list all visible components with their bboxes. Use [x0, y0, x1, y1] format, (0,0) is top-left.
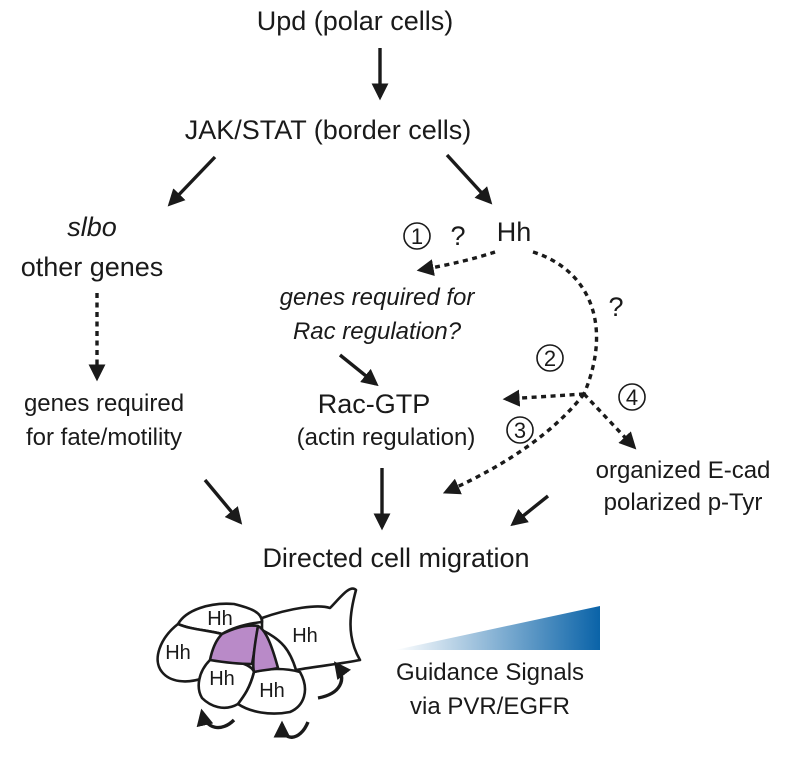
genes-fate-line1: genes required — [24, 390, 184, 417]
polar-cell-right — [251, 624, 280, 674]
jakstat-label: JAK/STAT (border cells) — [185, 115, 472, 145]
rotation-arrow-2 — [273, 720, 310, 739]
cluster-label-left: Hh — [165, 642, 191, 664]
arrow-jakstat-to-hh — [445, 153, 493, 205]
guidance-gradient-wedge — [395, 606, 600, 650]
arrow-ecad-to-migration — [510, 494, 550, 527]
arrow-jakstat-to-slbo — [167, 155, 217, 207]
guidance-line2: via PVR/EGFR — [410, 693, 570, 720]
dashed-hh-main-path — [532, 250, 599, 395]
marker-2: 2 — [536, 344, 564, 372]
cluster-label-right: Hh — [292, 625, 318, 647]
marker-3: 3 — [506, 416, 534, 444]
slbo-label: slbo — [67, 212, 117, 242]
directed-migration-label: Directed cell migration — [262, 543, 529, 573]
rotation-arrow-3 — [317, 661, 351, 700]
border-cell-cluster: Hh Hh Hh Hh Hh — [156, 587, 362, 715]
svg-text:3: 3 — [514, 418, 526, 443]
cluster-label-bottom-right: Hh — [259, 680, 285, 702]
dashed-arrow-to-racgtp — [502, 389, 585, 407]
svg-text:2: 2 — [544, 346, 556, 371]
guidance-line1: Guidance Signals — [396, 659, 584, 686]
marker-4: 4 — [618, 383, 646, 411]
cell-right-large — [260, 587, 362, 672]
genes-rac-line2: Rac regulation? — [293, 318, 462, 345]
hh-label: Hh — [497, 217, 532, 247]
dashed-arrow-hh-to-genes — [416, 250, 496, 276]
upd-label: Upd (polar cells) — [257, 6, 454, 36]
ecad-line1: organized E-cad — [596, 457, 771, 484]
genes-rac-line1: genes required for — [280, 284, 476, 311]
marker-1: 1 — [403, 222, 431, 250]
arrow-fate-to-migration — [203, 478, 243, 525]
arrow-genes-to-racgtp — [338, 353, 379, 387]
svg-text:1: 1 — [411, 224, 423, 249]
dashed-arrow-to-ecad — [582, 392, 637, 450]
question-mark-2: ? — [608, 292, 623, 322]
other-genes-label: other genes — [21, 252, 164, 282]
rotation-arrow-1 — [196, 708, 236, 730]
cell-bottom-right — [236, 667, 307, 715]
polar-cell-left — [208, 624, 260, 666]
dashed-arrow-to-migration — [442, 392, 586, 495]
svg-text:4: 4 — [626, 385, 638, 410]
genes-fate-line2: for fate/motility — [26, 424, 182, 451]
actin-regulation-label: (actin regulation) — [297, 424, 476, 451]
rac-gtp-label: Rac-GTP — [318, 389, 431, 419]
question-mark-1: ? — [450, 221, 465, 251]
cluster-label-bottom-center: Hh — [209, 668, 235, 690]
cluster-label-top: Hh — [207, 608, 233, 630]
ecad-line2: polarized p-Tyr — [604, 489, 763, 516]
